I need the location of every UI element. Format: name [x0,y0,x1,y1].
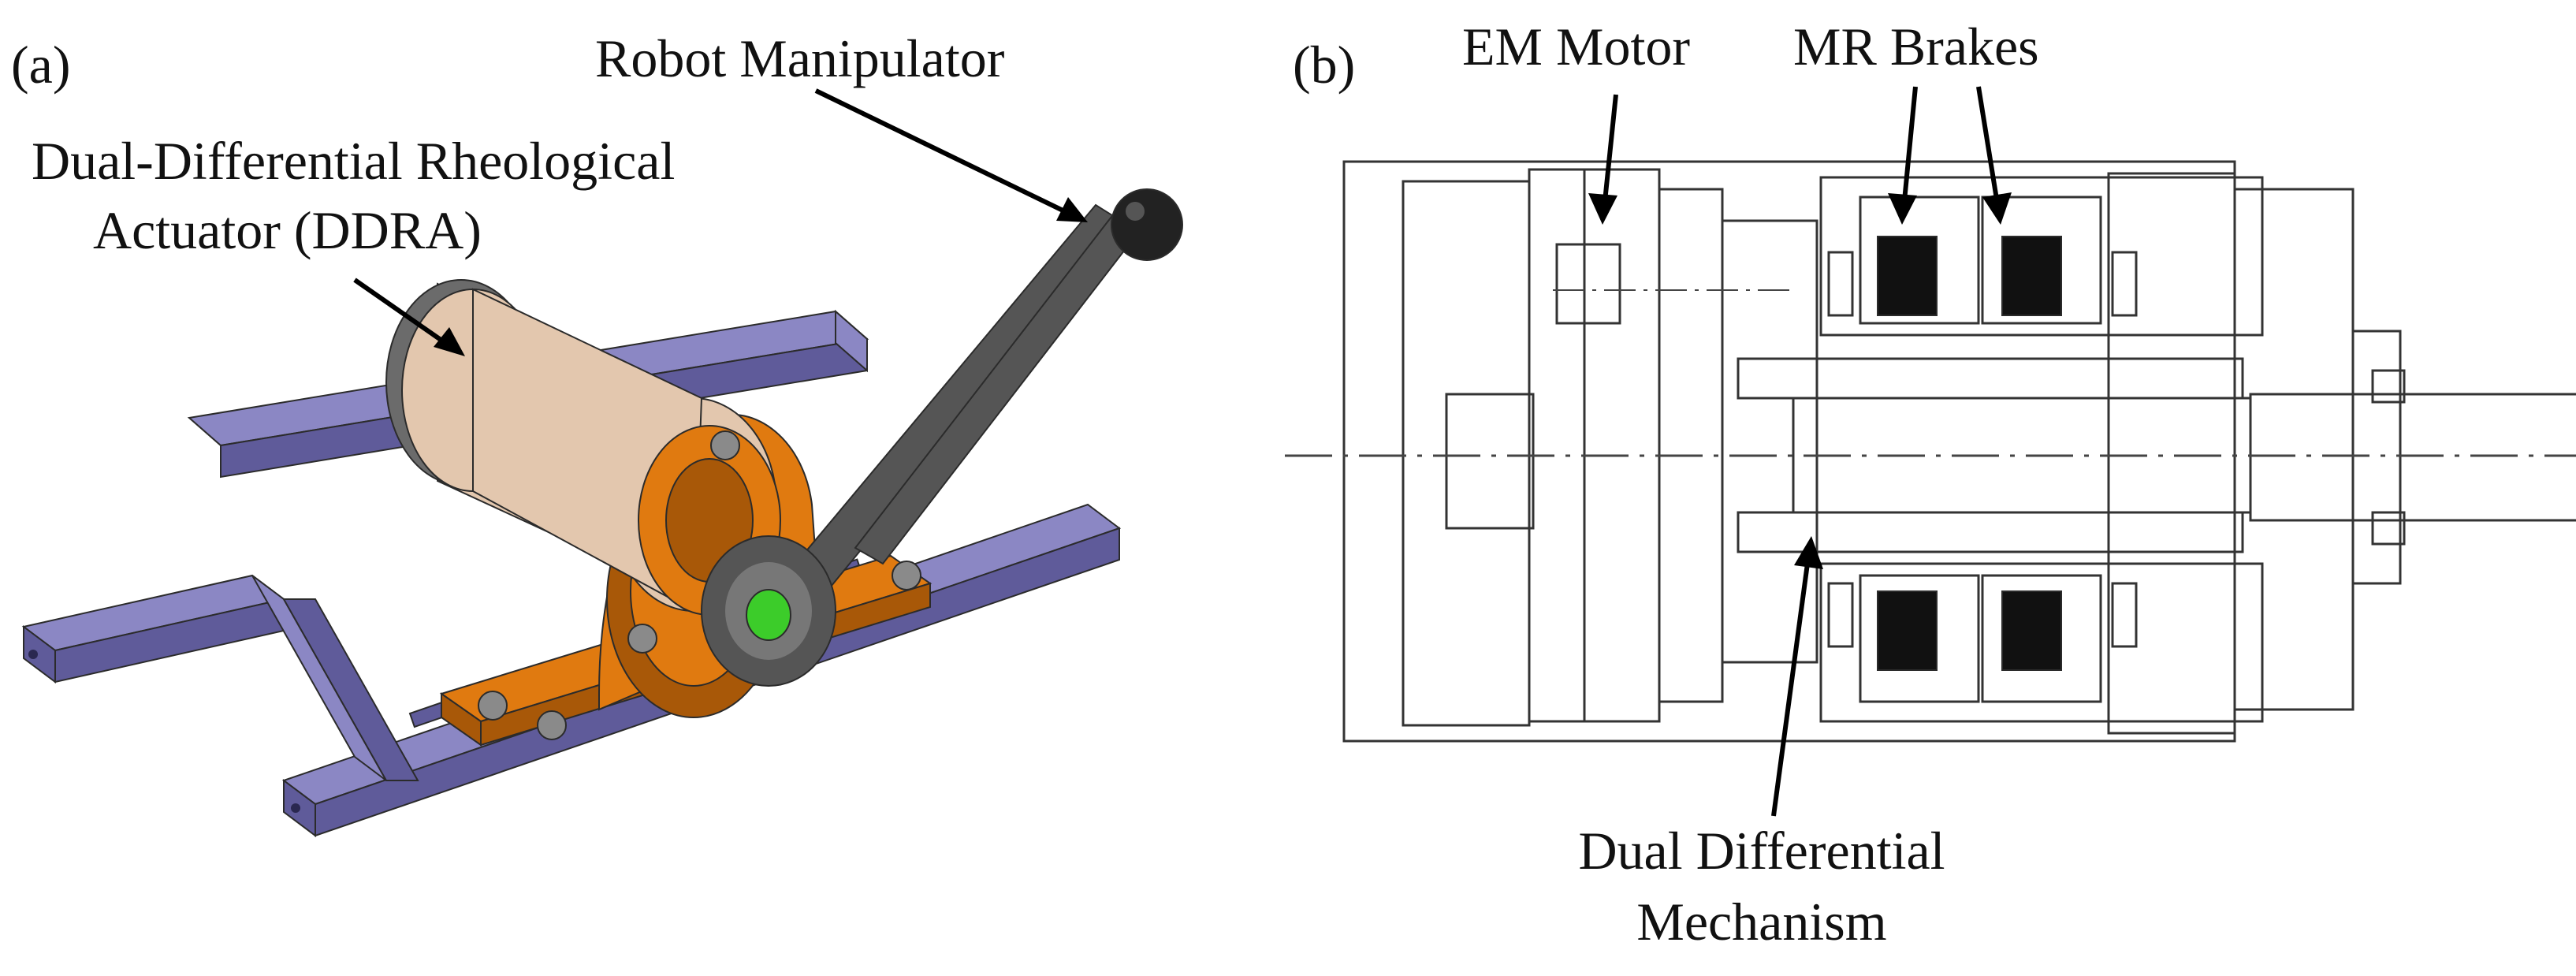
output-shaft [746,589,791,641]
label-ddra-line2: Actuator (DDRA) [93,200,482,260]
section-outline [1342,160,2576,743]
label-em-motor: EM Motor [1462,17,1690,76]
crossbar [251,575,419,781]
arrow-brake-1 [1888,86,1918,225]
label-robot-manipulator: Robot Manipulator [595,28,1005,88]
knob [1111,188,1183,261]
arrow-motor [1588,94,1618,225]
label-mechanism-line2: Mechanism [1636,892,1887,952]
cross-section [1285,86,2576,817]
arrow-mechanism [1771,536,1823,817]
arrow-brake-2 [1976,86,2012,225]
label-mr-brakes: MR Brakes [1793,17,2039,76]
label-ddra-line1: Dual-Differential Rheological [32,131,676,191]
arrow-ddra [353,278,465,356]
arrow-robot [814,88,1088,222]
label-mechanism-line1: Dual Differential [1578,821,1945,881]
rail-left [21,574,286,684]
mr-brake-coils [1877,236,2062,671]
panel-b-tag: (b) [1293,35,1356,95]
ddra-render [21,88,1183,837]
panel-a-tag: (a) [11,35,71,95]
